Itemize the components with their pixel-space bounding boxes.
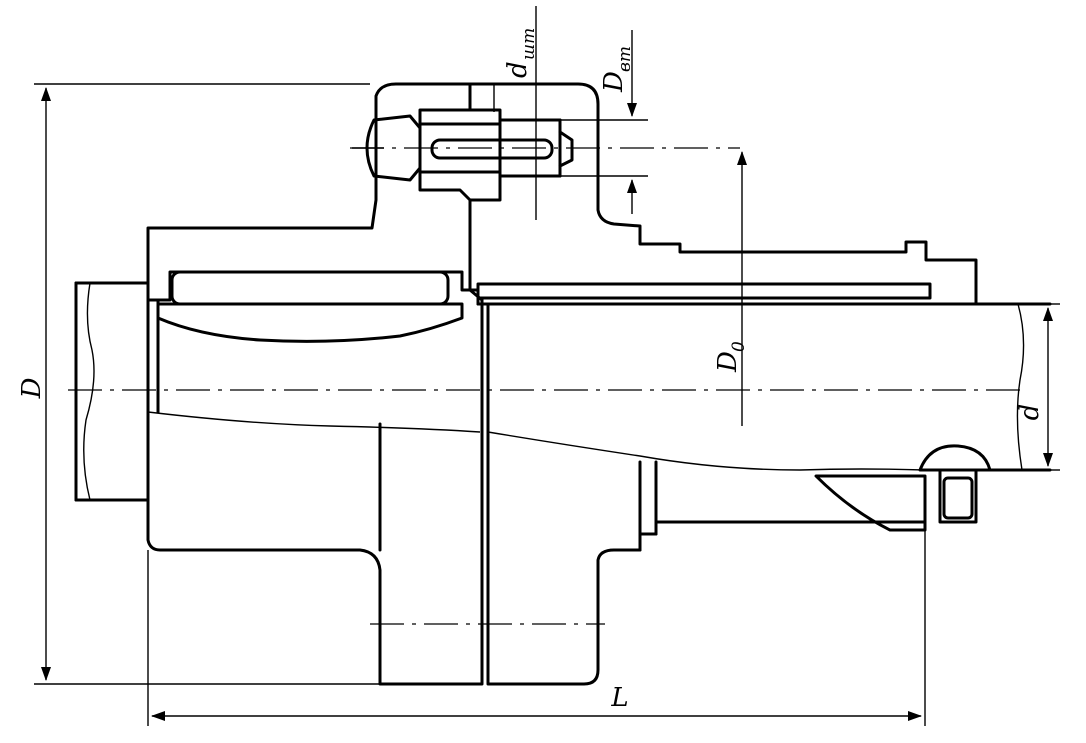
label-D-sleeve: D <box>599 71 629 93</box>
label-D0-sub: 0 <box>729 341 749 352</box>
left-shaft-cutaway <box>156 302 464 343</box>
lock-screw <box>918 444 992 524</box>
label-d-pin: d <box>503 61 533 78</box>
label-d: d <box>1015 404 1045 421</box>
lock-section <box>814 474 927 532</box>
bushing-strip <box>476 282 932 300</box>
pin-core <box>430 138 554 160</box>
key <box>170 270 450 306</box>
left-shaft <box>74 281 150 502</box>
right-half-coupling <box>468 82 978 686</box>
left-hub-section <box>146 82 472 302</box>
label-D0: D <box>713 351 743 373</box>
pin-assembly <box>352 114 574 182</box>
labels: D L D 0 d d шт D вт <box>17 28 1045 713</box>
label-D-sleeve-sub: вт <box>615 46 635 72</box>
left-half-coupling <box>146 82 484 686</box>
right-shaft <box>476 302 1052 532</box>
label-D: D <box>17 377 47 399</box>
label-L: L <box>610 683 628 713</box>
right-hub-section <box>468 82 978 306</box>
centerlines <box>68 147 1020 625</box>
dimensions <box>34 6 1060 726</box>
label-d-pin-sub: шт <box>519 28 539 60</box>
